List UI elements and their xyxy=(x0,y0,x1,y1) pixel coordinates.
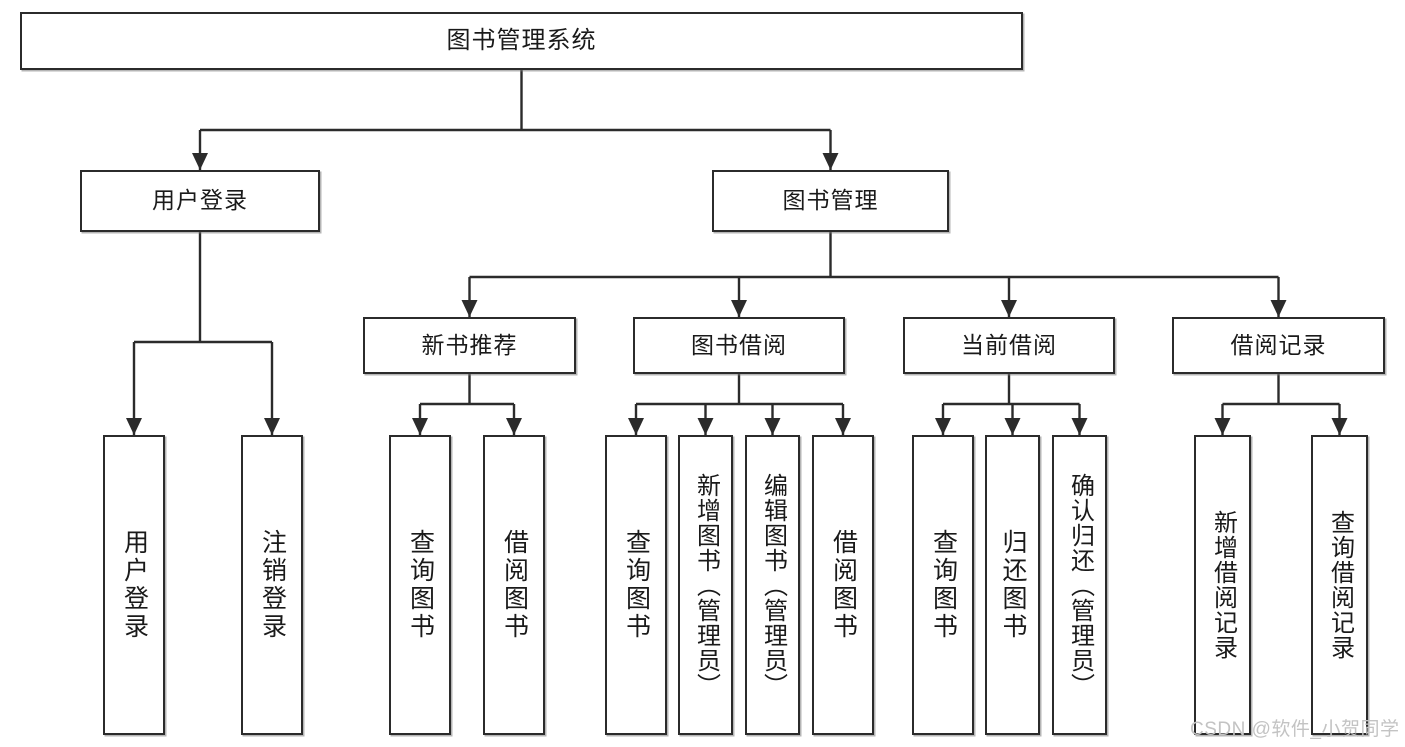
arrowhead-leaf-user-login xyxy=(126,418,142,435)
csdn-watermark: CSDN @软件_小贺同学 xyxy=(1190,719,1400,740)
arrowhead-leaf-borrow-book-2 xyxy=(835,418,851,435)
arrowhead-leaf-borrow-book-1 xyxy=(506,418,522,435)
node-leaf-logout[interactable]: 注销登录 xyxy=(241,435,303,735)
node-borrow-record[interactable]: 借阅记录 xyxy=(1172,317,1385,374)
node-leaf-borrow-book-1[interactable]: 借阅图书 xyxy=(483,435,545,735)
arrowhead-book-manage xyxy=(822,153,839,170)
node-leaf-add-book[interactable]: 新增图书（管理员） xyxy=(678,435,733,735)
node-label-leaf-query-book-1: 查询图书 xyxy=(406,529,435,641)
node-label-leaf-add-book: 新增图书（管理员） xyxy=(692,472,720,698)
node-label-leaf-edit-book: 编辑图书（管理员） xyxy=(759,472,787,698)
arrowhead-leaf-query-book-2 xyxy=(628,418,644,435)
arrowhead-leaf-query-record xyxy=(1331,418,1348,435)
arrowhead-current-borrow xyxy=(1001,300,1017,317)
node-book-borrow[interactable]: 图书借阅 xyxy=(633,317,845,374)
node-leaf-query-book-1[interactable]: 查询图书 xyxy=(389,435,451,735)
node-book-manage[interactable]: 图书管理 xyxy=(712,170,949,232)
arrowhead-leaf-return-book xyxy=(1004,418,1021,435)
node-user-login[interactable]: 用户登录 xyxy=(80,170,320,232)
node-leaf-user-login[interactable]: 用户登录 xyxy=(103,435,165,735)
arrowhead-leaf-query-book-3 xyxy=(935,418,951,435)
node-leaf-return-book[interactable]: 归还图书 xyxy=(985,435,1040,735)
node-label-book-manage: 图书管理 xyxy=(782,187,879,214)
arrowhead-book-borrow xyxy=(731,300,747,317)
arrowhead-borrow-record xyxy=(1270,300,1287,317)
arrowhead-leaf-logout xyxy=(264,418,280,435)
arrowhead-leaf-add-book xyxy=(697,418,714,435)
node-root[interactable]: 图书管理系统 xyxy=(20,12,1023,70)
node-label-leaf-add-record: 新增借阅记录 xyxy=(1209,510,1237,660)
node-label-root: 图书管理系统 xyxy=(446,26,597,54)
node-label-leaf-logout: 注销登录 xyxy=(258,529,287,641)
node-leaf-add-record[interactable]: 新增借阅记录 xyxy=(1194,435,1251,735)
arrowhead-leaf-query-book-1 xyxy=(412,418,428,435)
node-leaf-query-book-2[interactable]: 查询图书 xyxy=(605,435,667,735)
node-leaf-edit-book[interactable]: 编辑图书（管理员） xyxy=(745,435,800,735)
node-label-leaf-query-book-3: 查询图书 xyxy=(929,529,958,641)
node-label-leaf-query-record: 查询借阅记录 xyxy=(1326,510,1354,660)
node-leaf-borrow-book-2[interactable]: 借阅图书 xyxy=(812,435,874,735)
arrowhead-new-book-rec xyxy=(461,300,478,317)
node-leaf-query-book-3[interactable]: 查询图书 xyxy=(912,435,974,735)
node-label-user-login: 用户登录 xyxy=(152,187,248,214)
arrowhead-leaf-add-record xyxy=(1214,418,1231,435)
node-label-borrow-record: 借阅记录 xyxy=(1230,331,1327,358)
arrowhead-leaf-confirm-return xyxy=(1071,418,1088,435)
node-label-book-borrow: 图书借阅 xyxy=(691,331,787,358)
node-label-leaf-borrow-book-1: 借阅图书 xyxy=(500,529,529,641)
node-label-leaf-confirm-return: 确认归还（管理员） xyxy=(1066,472,1094,698)
node-label-new-book-rec: 新书推荐 xyxy=(421,331,518,358)
arrowhead-user-login xyxy=(192,153,208,170)
node-label-leaf-query-book-2: 查询图书 xyxy=(622,529,651,641)
node-leaf-confirm-return[interactable]: 确认归还（管理员） xyxy=(1052,435,1107,735)
node-current-borrow[interactable]: 当前借阅 xyxy=(903,317,1115,374)
node-label-leaf-borrow-book-2: 借阅图书 xyxy=(829,529,858,641)
node-label-leaf-return-book: 归还图书 xyxy=(999,529,1027,641)
node-leaf-query-record[interactable]: 查询借阅记录 xyxy=(1311,435,1368,735)
node-label-current-borrow: 当前借阅 xyxy=(961,331,1057,358)
arrowhead-leaf-edit-book xyxy=(764,418,781,435)
node-label-leaf-user-login: 用户登录 xyxy=(120,529,149,641)
node-new-book-rec[interactable]: 新书推荐 xyxy=(363,317,576,374)
